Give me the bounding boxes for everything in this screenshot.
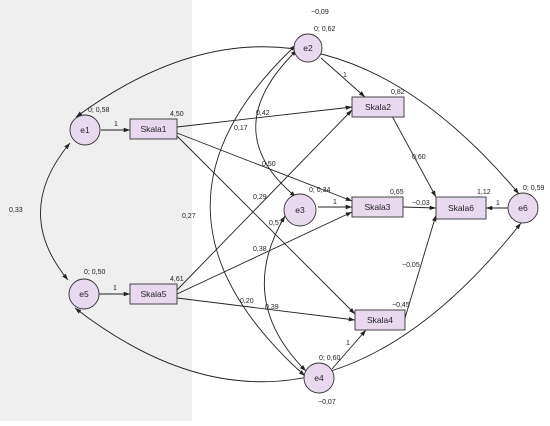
e5-label: e5 [79,289,89,299]
cov-label-e3-e4: 0,20 [240,298,254,305]
skala6-value: 1,12 [477,189,491,196]
e1-value: 0; 0,58 [88,107,110,114]
weight-skala1-skala3: 0,50 [262,161,276,168]
cov-e2-e3 [255,49,298,198]
path-skala3-skala6 [402,205,437,211]
node-e3[interactable]: e3 [283,193,317,227]
cov-e2-e4 [209,44,306,377]
node-skala5[interactable]: Skala5 [129,283,178,305]
cov-label-e1-e6: −0,09 [311,9,329,16]
cov-e1-e5 [40,142,71,281]
e4-label: e4 [314,373,324,383]
weight-skala5-skala3: 0,38 [253,246,267,253]
weight-e2-skala2: 1 [343,72,347,79]
node-e4[interactable]: e4 [303,362,335,394]
weight-skala5-skala2: 0,29 [253,194,267,201]
weight-skala2-skala6: 0,60 [412,154,426,161]
skala4-label: Skala4 [367,315,393,325]
weight-e1-skala1: 1 [114,121,118,128]
skala3-value: 0,65 [390,189,404,196]
e4-value: 0; 0,60 [319,355,341,362]
weight-e4-skala4: 1 [346,340,350,347]
weight-skala5-skala4: 0,39 [265,304,279,311]
e3-label: e3 [295,205,305,215]
node-skala3[interactable]: Skala3 [351,196,404,218]
e2-value: 0; 0,62 [314,26,336,33]
skala5-value: 4,61 [170,276,184,283]
e6-value: 0; 0,59 [523,185,545,192]
skala1-value: 4,50 [170,111,184,118]
skala5-label: Skala5 [141,289,167,299]
node-skala2[interactable]: Skala2 [351,96,405,118]
e3-value: 0; 0,34 [309,187,331,194]
cov-label-e2-e4: 0,27 [182,213,196,220]
weight-skala1-skala4: 0,57 [269,220,283,227]
cov-label-e2-e3: 0,17 [234,125,248,132]
path-e4-skala4 [331,329,367,370]
node-e5[interactable]: e5 [68,278,100,310]
node-skala4[interactable]: Skala4 [354,309,406,331]
canvas-gray-panel [0,0,192,421]
cov-label-e1-e5: 0,33 [9,207,23,214]
cov-label-e4-e6: −0,05 [402,262,420,269]
e1-label: e1 [80,125,90,135]
node-skala1[interactable]: Skala1 [129,118,178,140]
node-e1[interactable]: e1 [69,114,101,146]
node-skala6[interactable]: Skala6 [435,196,487,220]
node-e6[interactable]: e6 [507,192,539,224]
weight-e3-skala3: 1 [333,199,337,206]
cov-label-e5-e6: −0,07 [318,399,336,406]
path-e2-skala2 [320,57,366,98]
skala1-label: Skala1 [141,124,167,134]
weight-skala4-skala6: −0,45 [392,302,410,309]
node-e2[interactable]: e2 [293,33,323,63]
e6-label: e6 [518,203,528,213]
weight-e6-skala6: 1 [496,200,500,207]
weight-skala1-skala2: 0,42 [256,110,270,117]
cov-e3-e4 [263,215,307,372]
e2-label: e2 [303,43,313,53]
skala3-label: Skala3 [365,202,391,212]
skala2-label: Skala2 [365,102,391,112]
weight-e5-skala5: 1 [113,285,117,292]
skala6-label: Skala6 [448,203,474,213]
weight-skala3-skala6: −0,03 [412,200,430,207]
e5-value: 0; 0,50 [84,269,106,276]
skala2-value: 0,82 [391,89,405,96]
